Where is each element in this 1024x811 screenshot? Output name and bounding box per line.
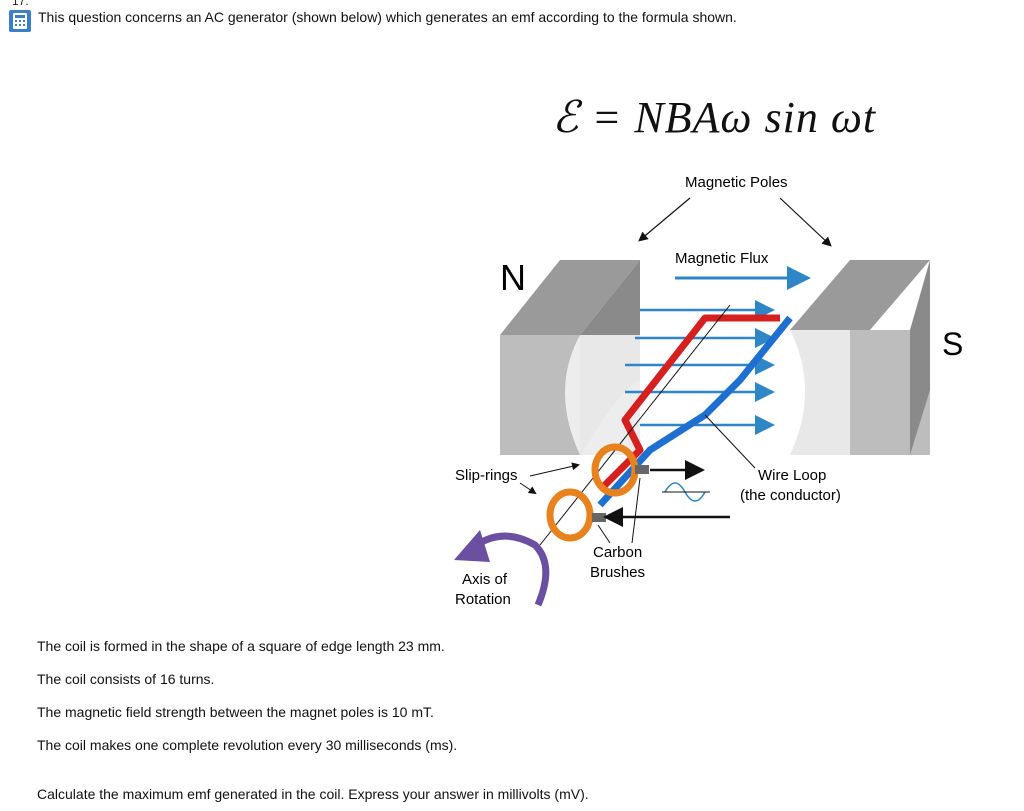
rotation-arrow [467, 532, 550, 607]
label-carbon-brushes-2: Brushes [590, 564, 645, 581]
carbon-brush-lower [592, 513, 606, 522]
slip-rings-pointer-2 [519, 482, 537, 495]
rotation-arrowhead-icon [454, 530, 490, 562]
given-revolution-period: The coil makes one complete revolution e… [37, 737, 458, 753]
given-turns: The coil consists of 16 turns. [37, 671, 215, 687]
slip-ring-lower [546, 488, 594, 542]
wire-loop-pointer [704, 414, 756, 469]
label-s: S [942, 326, 963, 362]
south-pole-block [790, 260, 930, 455]
label-magnetic-poles: Magnetic Poles [685, 174, 788, 191]
given-edge-length: The coil is formed in the shape of a squ… [37, 638, 445, 654]
label-axis-1: Axis of [462, 571, 508, 588]
calculator-icon[interactable] [9, 10, 31, 32]
label-wire-loop-2: (the conductor) [740, 487, 841, 504]
carbon-pointer-1 [597, 524, 611, 544]
label-magnetic-flux: Magnetic Flux [675, 250, 769, 267]
label-carbon-brushes-1: Carbon [593, 544, 642, 561]
given-field-strength: The magnetic field strength between the … [37, 704, 434, 720]
carbon-brush-upper [635, 465, 649, 474]
pole-pointer-left [638, 197, 691, 242]
question-prompt: This question concerns an AC generator (… [38, 9, 737, 25]
carbon-pointer-2 [631, 477, 641, 544]
label-n: N [500, 257, 526, 298]
label-slip-rings: Slip-rings [455, 467, 518, 484]
task-text: Calculate the maximum emf generated in t… [37, 786, 589, 802]
slip-rings-pointer-1 [529, 462, 580, 477]
label-wire-loop-1: Wire Loop [758, 467, 826, 484]
label-axis-2: Rotation [455, 591, 511, 608]
rotation-axis-line [539, 304, 731, 546]
north-pole-block [500, 260, 640, 455]
question-number: 17. [12, 0, 29, 8]
pole-pointer-right [779, 197, 832, 247]
wire-red [597, 314, 780, 493]
ac-generator-diagram: Magnetic Poles Magnetic Flux N S [454, 174, 963, 608]
emf-formula: ℰ = NBAω sin ωt [552, 93, 877, 142]
